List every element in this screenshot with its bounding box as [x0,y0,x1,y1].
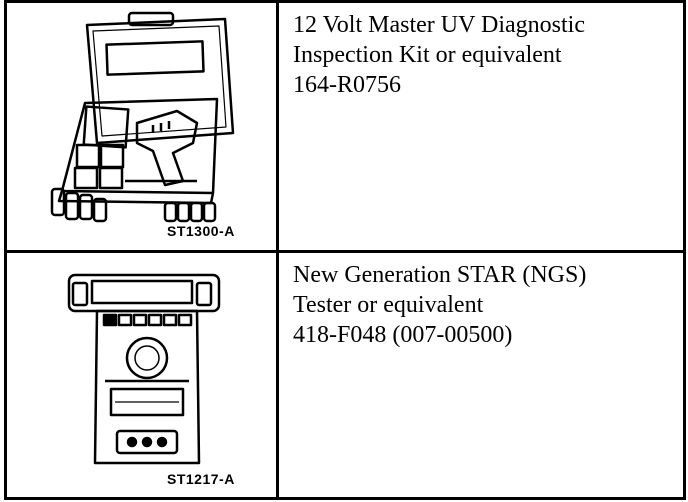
tool-description-cell: 12 Volt Master UV Diagnostic Inspection … [279,3,683,250]
tool-part-number: 418-F048 (007-00500) [293,322,513,348]
tool-image-cell: ST1300-A [7,3,276,250]
tool-name-line: New Generation STAR (NGS) [293,262,587,288]
tool-name-line: 12 Volt Master UV Diagnostic [293,12,585,38]
figure-label: ST1217-A [167,471,235,487]
tool-table: ST1300-A 12 Volt Master UV Diagnostic In… [4,0,686,500]
tool-name-line: Tester or equivalent [293,292,484,318]
column-divider [276,3,279,497]
tool-name-line: Inspection Kit or equivalent [293,42,562,68]
ngs-tester-icon [67,273,221,465]
tool-part-number: 164-R0756 [293,72,401,98]
tool-image-cell: ST1217-A [7,253,276,497]
tool-description-cell: New Generation STAR (NGS) Tester or equi… [279,253,683,497]
figure-label: ST1300-A [167,223,235,239]
uv-inspection-kit-case-icon [50,11,235,223]
row-divider [7,250,683,253]
